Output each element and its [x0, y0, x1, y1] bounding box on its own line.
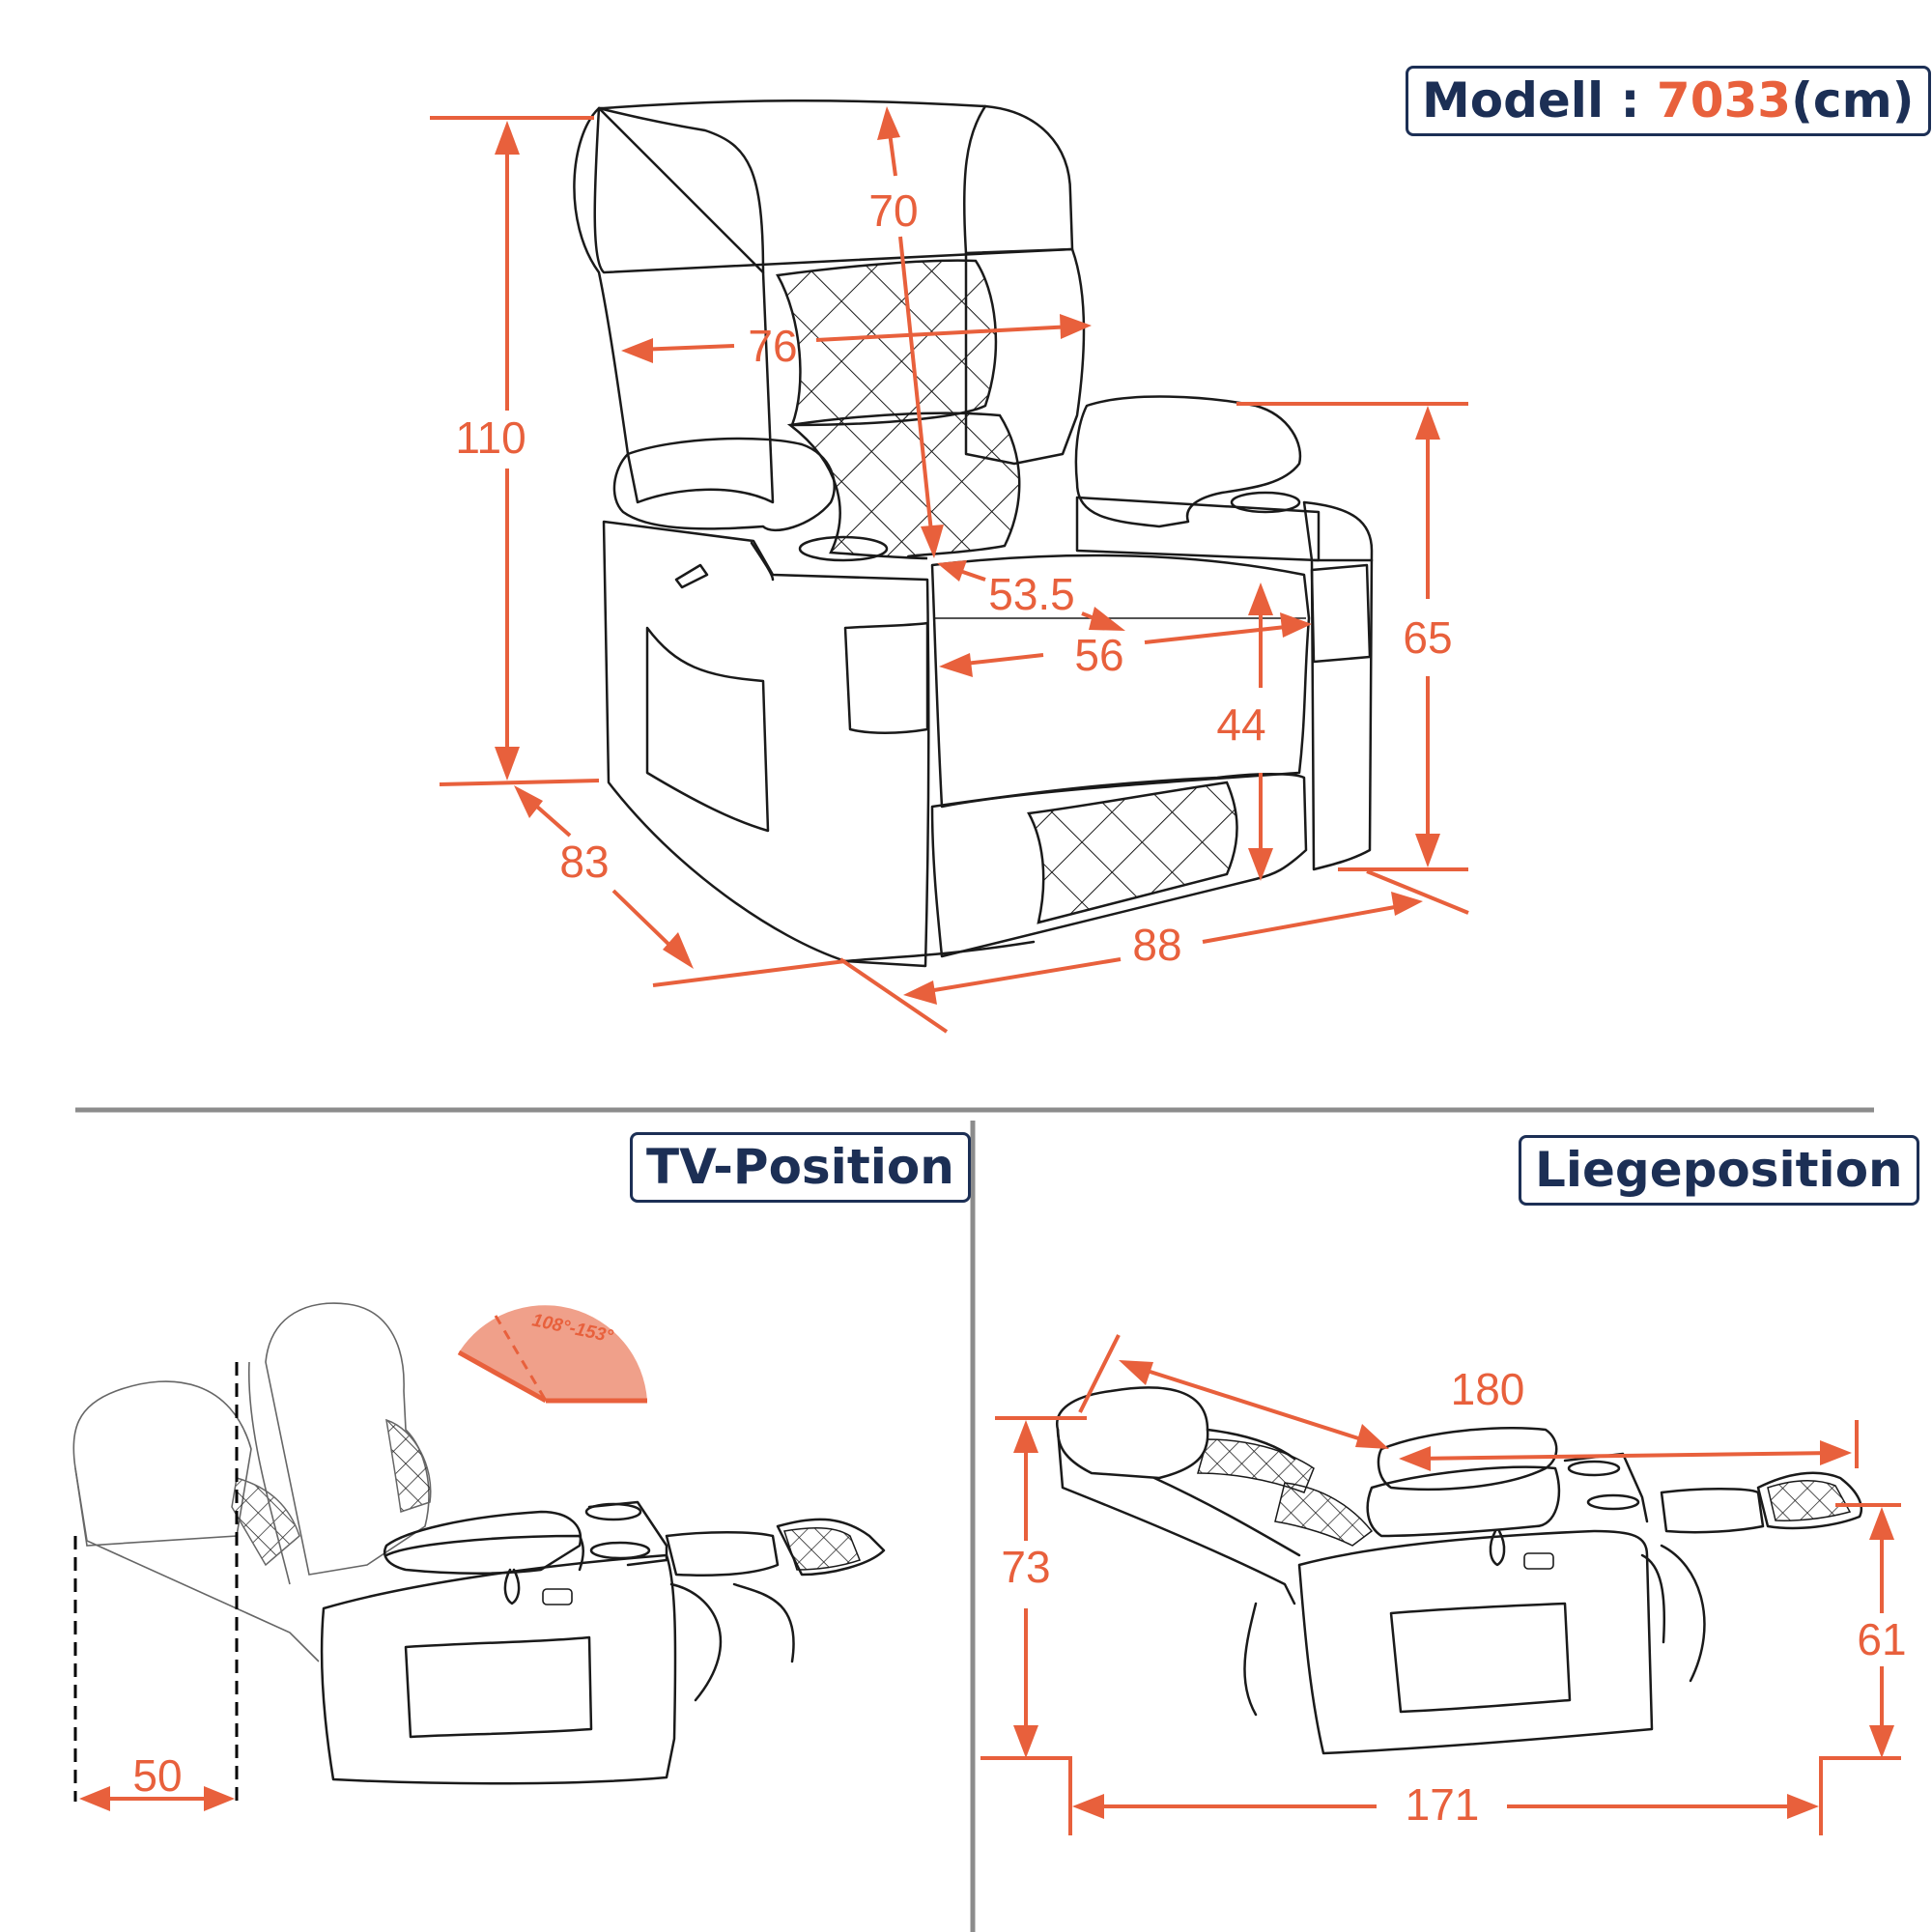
- dim-wall-clearance: 50: [132, 1750, 183, 1801]
- tv-position-title: TV-Position: [646, 1139, 954, 1195]
- model-unit: (cm): [1791, 72, 1915, 128]
- tv-position-chair-drawing: [72, 1302, 886, 1785]
- dim-reclined-length: 180: [1450, 1364, 1525, 1414]
- dim-seat-width: 56: [1074, 630, 1124, 680]
- front-dimension-lines: [430, 106, 1469, 1034]
- dim-footrest-height: 61: [1857, 1614, 1907, 1664]
- recline-position-title-badge: Liegeposition: [1519, 1135, 1919, 1206]
- recline-angle-indicator: [457, 1305, 647, 1404]
- dim-recline-backrest-height: 73: [1001, 1542, 1051, 1592]
- dim-total-height: 110: [455, 412, 526, 463]
- recline-dimension-lines: [980, 1334, 1901, 1835]
- recline-position-chair-drawing: [1056, 1386, 1863, 1755]
- tv-position-title-badge: TV-Position: [630, 1132, 971, 1203]
- recline-position-title: Liegeposition: [1535, 1142, 1903, 1198]
- dim-floor-length: 171: [1405, 1779, 1480, 1830]
- dim-armrest-height: 65: [1403, 612, 1453, 663]
- dim-seat-depth: 53.5: [988, 569, 1075, 619]
- model-title-label: Modell :: [1422, 72, 1657, 128]
- dim-backrest-width: 76: [748, 321, 798, 371]
- front-chair-drawing: [573, 99, 1374, 968]
- dim-depth: 83: [559, 837, 610, 887]
- tv-position-dimension-lines: [73, 1362, 239, 1811]
- model-title-badge: Modell : 7033(cm): [1406, 66, 1931, 136]
- dim-width: 88: [1132, 920, 1182, 970]
- model-number: 7033: [1656, 72, 1792, 128]
- dim-backrest-height: 70: [868, 185, 919, 236]
- dim-seat-height: 44: [1216, 699, 1266, 750]
